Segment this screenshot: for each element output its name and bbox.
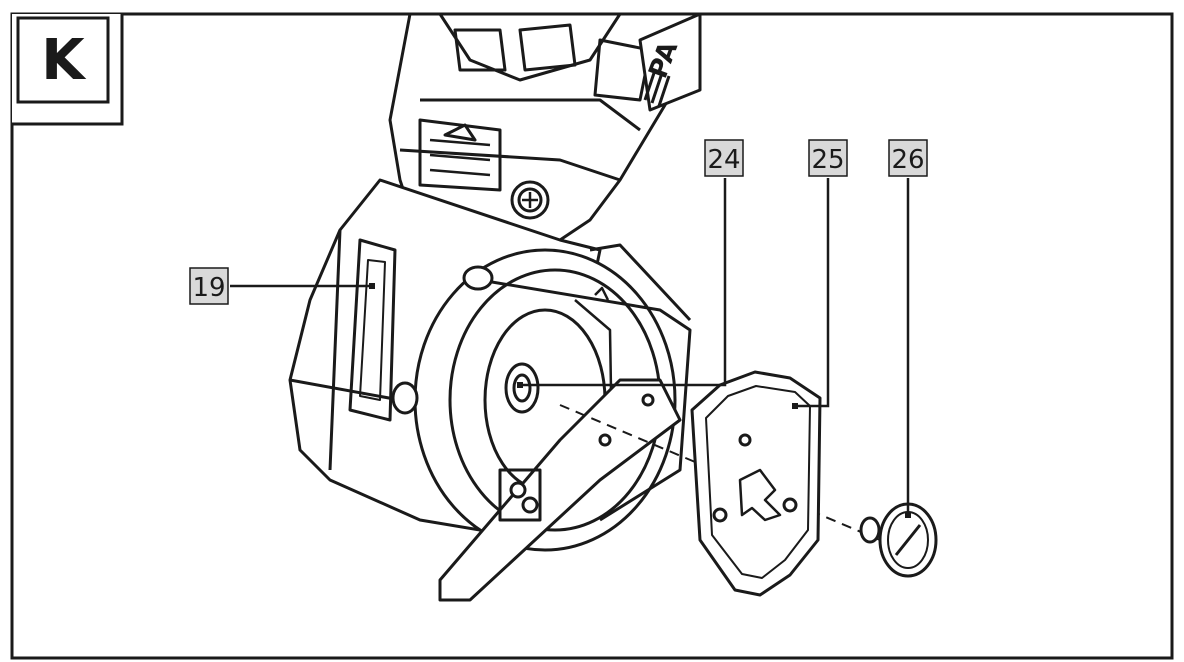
leader-lines [230, 178, 910, 515]
callout-24: 24 [704, 139, 744, 177]
callout-25-label: 25 [811, 145, 844, 175]
grip-window [348, 238, 397, 422]
callout-26-label: 26 [891, 145, 924, 175]
callout-19: 19 [189, 267, 229, 305]
tool-illustration: PA [288, 12, 702, 602]
callout-24-label: 24 [707, 145, 740, 175]
base-shoe [438, 378, 682, 602]
callout-19-label: 19 [192, 273, 225, 303]
brand-badge: PA [638, 12, 702, 112]
leader-dots [369, 283, 911, 518]
flange-screw [859, 502, 938, 578]
cutting-blade [690, 370, 822, 597]
panel-label: K [12, 14, 124, 126]
callout-25: 25 [808, 139, 848, 177]
panel-letter: K [41, 28, 87, 93]
callout-26: 26 [888, 139, 928, 177]
